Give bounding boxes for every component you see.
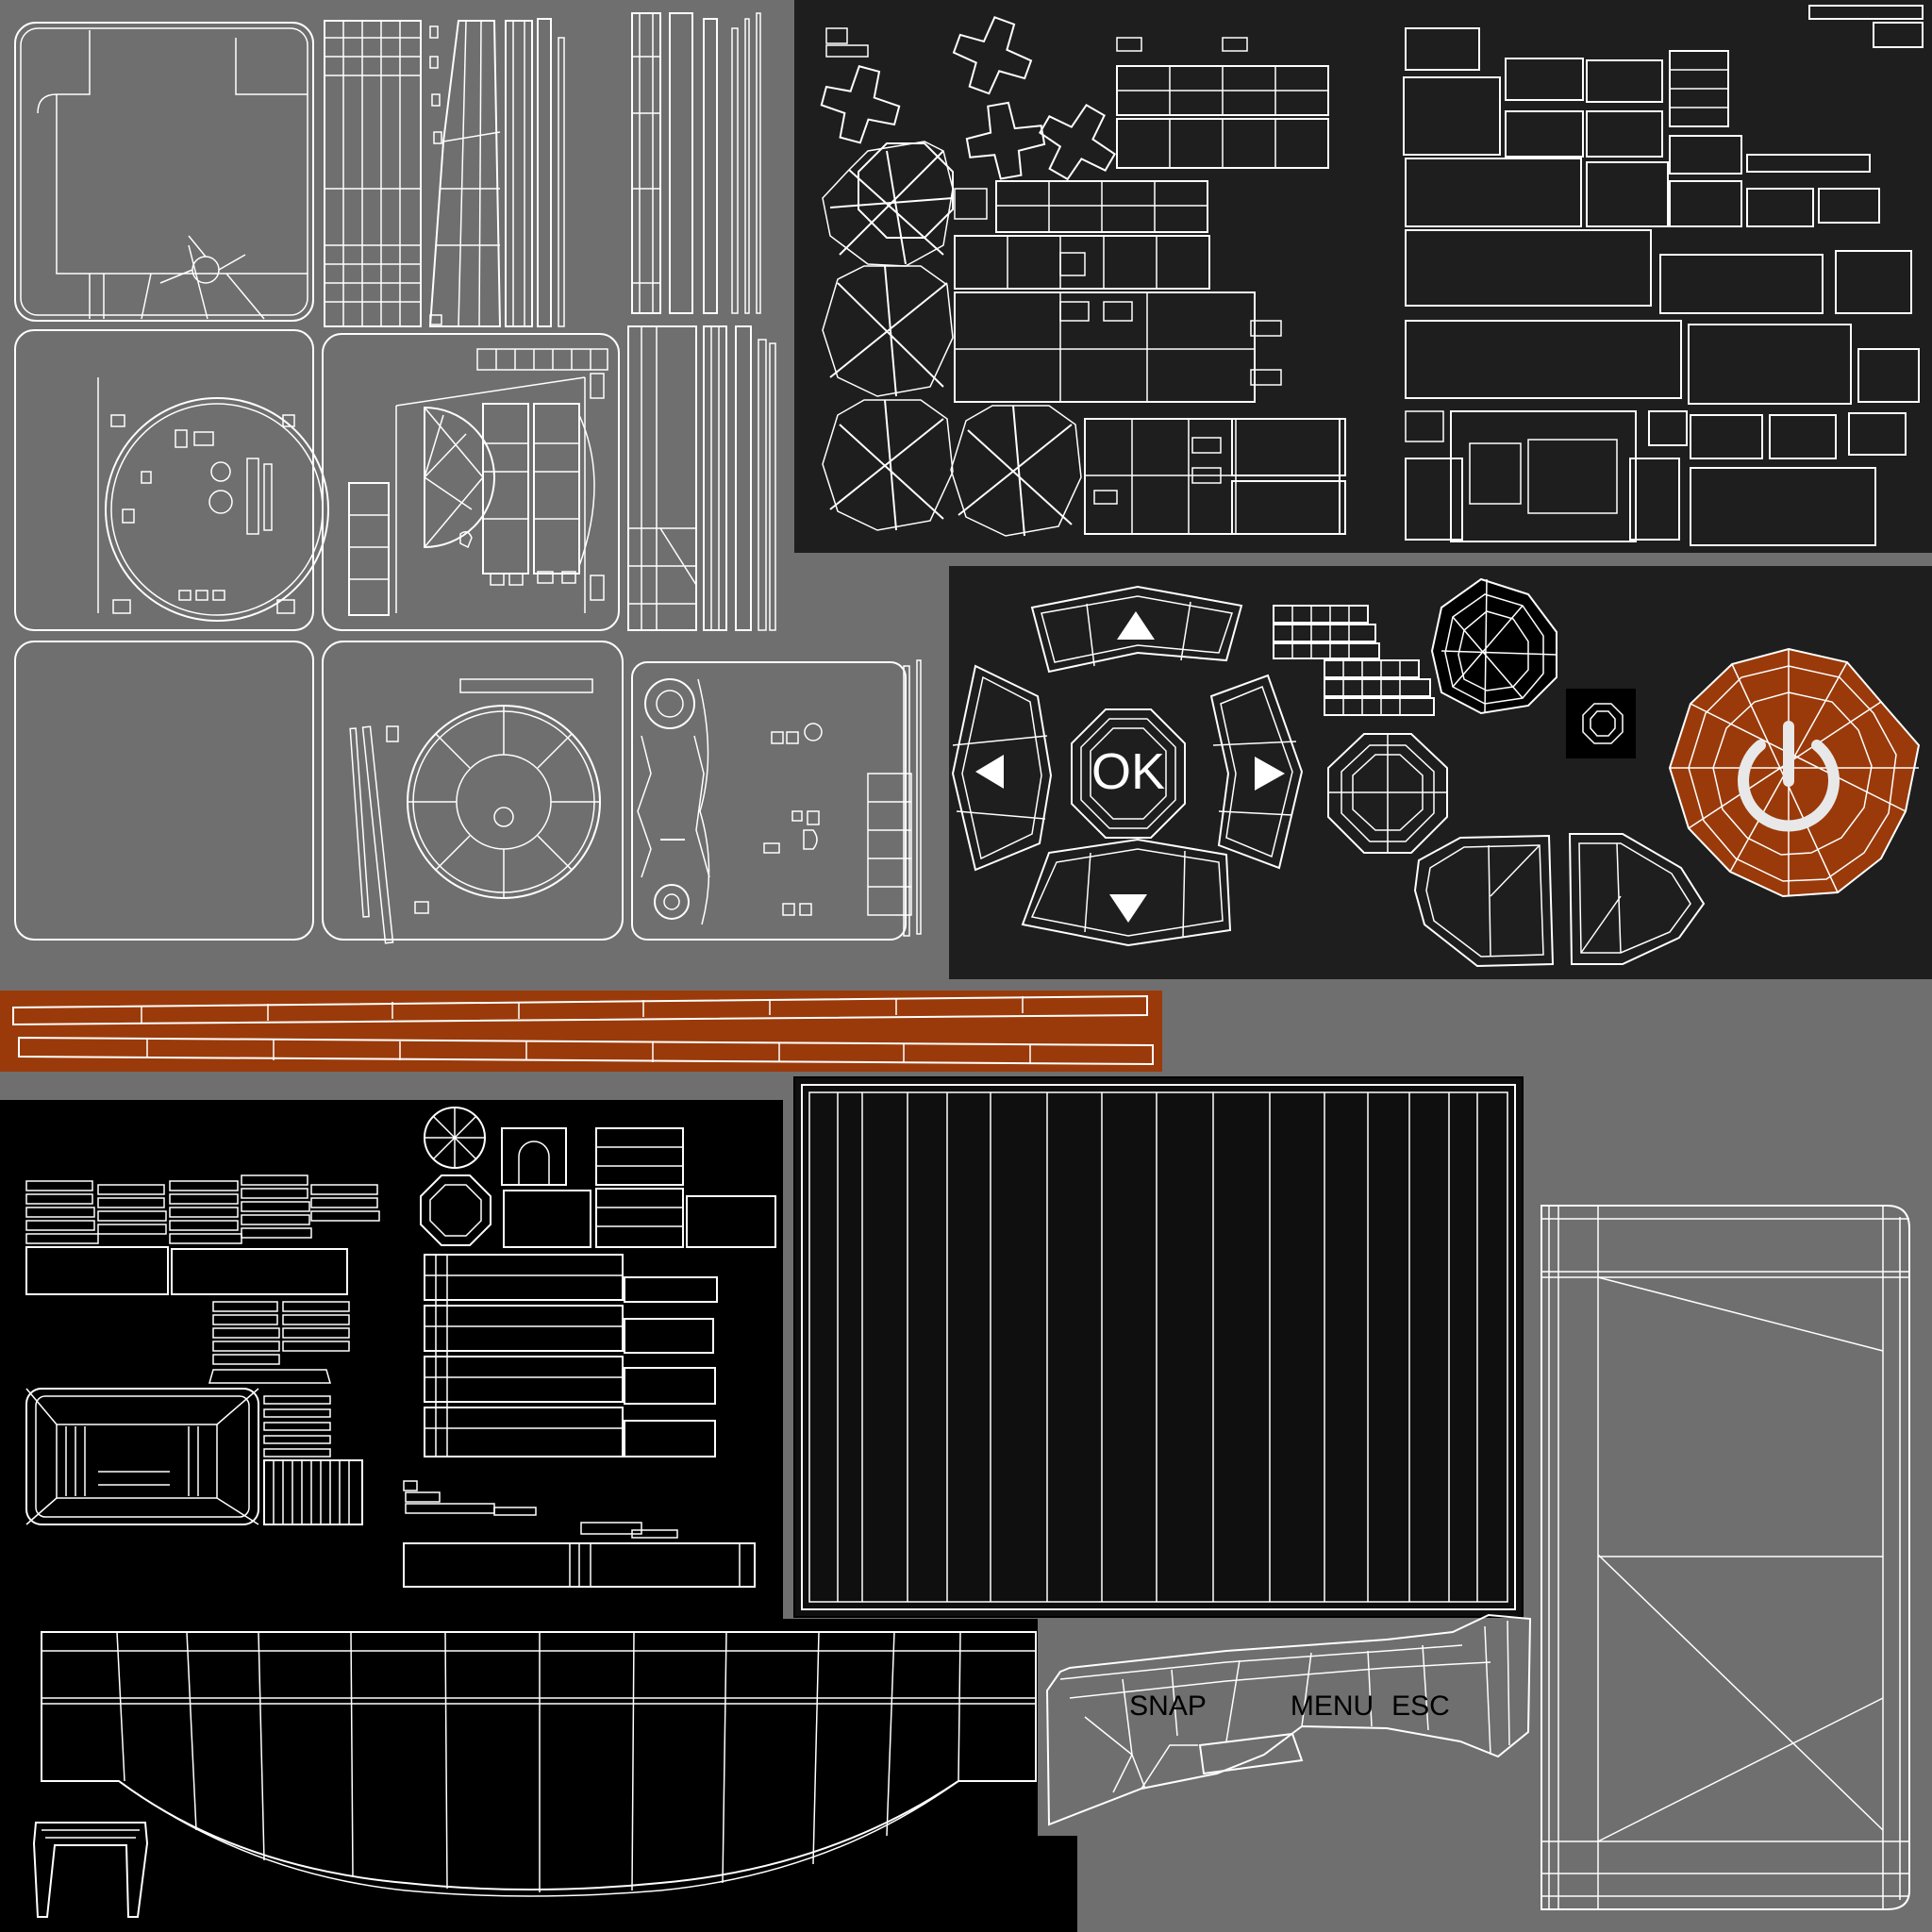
cross-pieces [820,16,1116,181]
top-dark-panel [794,0,1932,553]
right-thin-strips [631,12,761,314]
ok-button: OK [1071,708,1186,839]
remote-panel: OK [949,566,1932,979]
key-blocks [825,27,1346,535]
dpad-up-segment [1030,585,1243,674]
menu-label: MENU [1291,1690,1374,1722]
octagon-caps [822,141,1082,537]
side-grid-strips [324,18,565,327]
dpad-left-segment [951,664,1053,872]
panel-island-round-2 [322,333,620,631]
esc-label: ESC [1391,1690,1450,1722]
small-key-stack [1273,605,1435,716]
dpad-right-segment [1209,674,1304,870]
up-arrow [1117,611,1155,640]
power-icon [1738,721,1840,832]
side-button-left [1413,834,1555,968]
curved-band-island [41,1631,1037,1897]
bottom-strips-right [627,325,776,631]
right-tall-island [1541,1205,1910,1910]
bottom-left-black-panel [0,1100,783,1619]
bottom-black-area [0,1619,1077,1932]
step-pieces [403,1480,756,1588]
function-button-island: SNAP MENU ESC [1038,1613,1532,1836]
blank-panel-island [14,641,314,941]
frame-island [25,1388,363,1525]
select-octagon [1327,733,1448,854]
dpad-down-segment [1021,838,1232,947]
small-bars [25,1174,380,1384]
top-left-uv-islands [14,12,922,944]
right-arrow [1255,757,1285,791]
panel-island-round-1 [14,329,329,631]
screen-panel [793,1076,1524,1618]
ok-label: OK [1091,743,1165,800]
down-arrow [1109,894,1147,923]
power-button [1668,647,1921,898]
button-slab-blocks [1403,5,1924,546]
small-bracket-piece [32,1822,149,1918]
round-cap [1430,577,1557,715]
housing-top-island [14,22,314,322]
rings-and-blocks [420,1107,776,1457]
snap-label: SNAP [1129,1690,1207,1722]
panel-island-speaker [322,641,624,944]
panel-island-board [631,659,922,941]
side-button-right [1568,833,1706,965]
tiny-icon-tile [1566,689,1636,758]
left-arrow [975,755,1004,789]
accent-strip [0,991,1162,1072]
